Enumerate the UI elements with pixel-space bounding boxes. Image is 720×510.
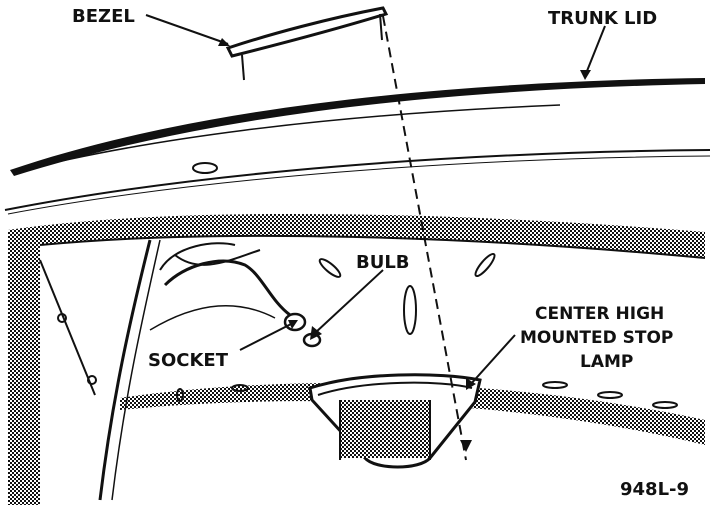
stop-lamp-housing [308,373,482,469]
label-socket: SOCKET [148,350,229,371]
label-bulb: BULB [356,252,410,273]
label-chmsl-line1: CENTER HIGH [535,304,664,324]
bezel-part [225,6,389,81]
trunk-lid-panel [4,78,711,215]
alignment-dashed-line [382,15,467,461]
figure-id: 948L-9 [620,479,689,500]
wiring-harness [159,242,291,317]
leader-lines [145,14,606,390]
label-trunk-lid: TRUNK LID [548,8,657,29]
label-chmsl-line2: MOUNTED STOP [520,328,673,348]
label-chmsl-line3: LAMP [580,352,633,372]
label-bezel: BEZEL [72,6,135,27]
trunk-lid-inner-panel [8,213,706,505]
